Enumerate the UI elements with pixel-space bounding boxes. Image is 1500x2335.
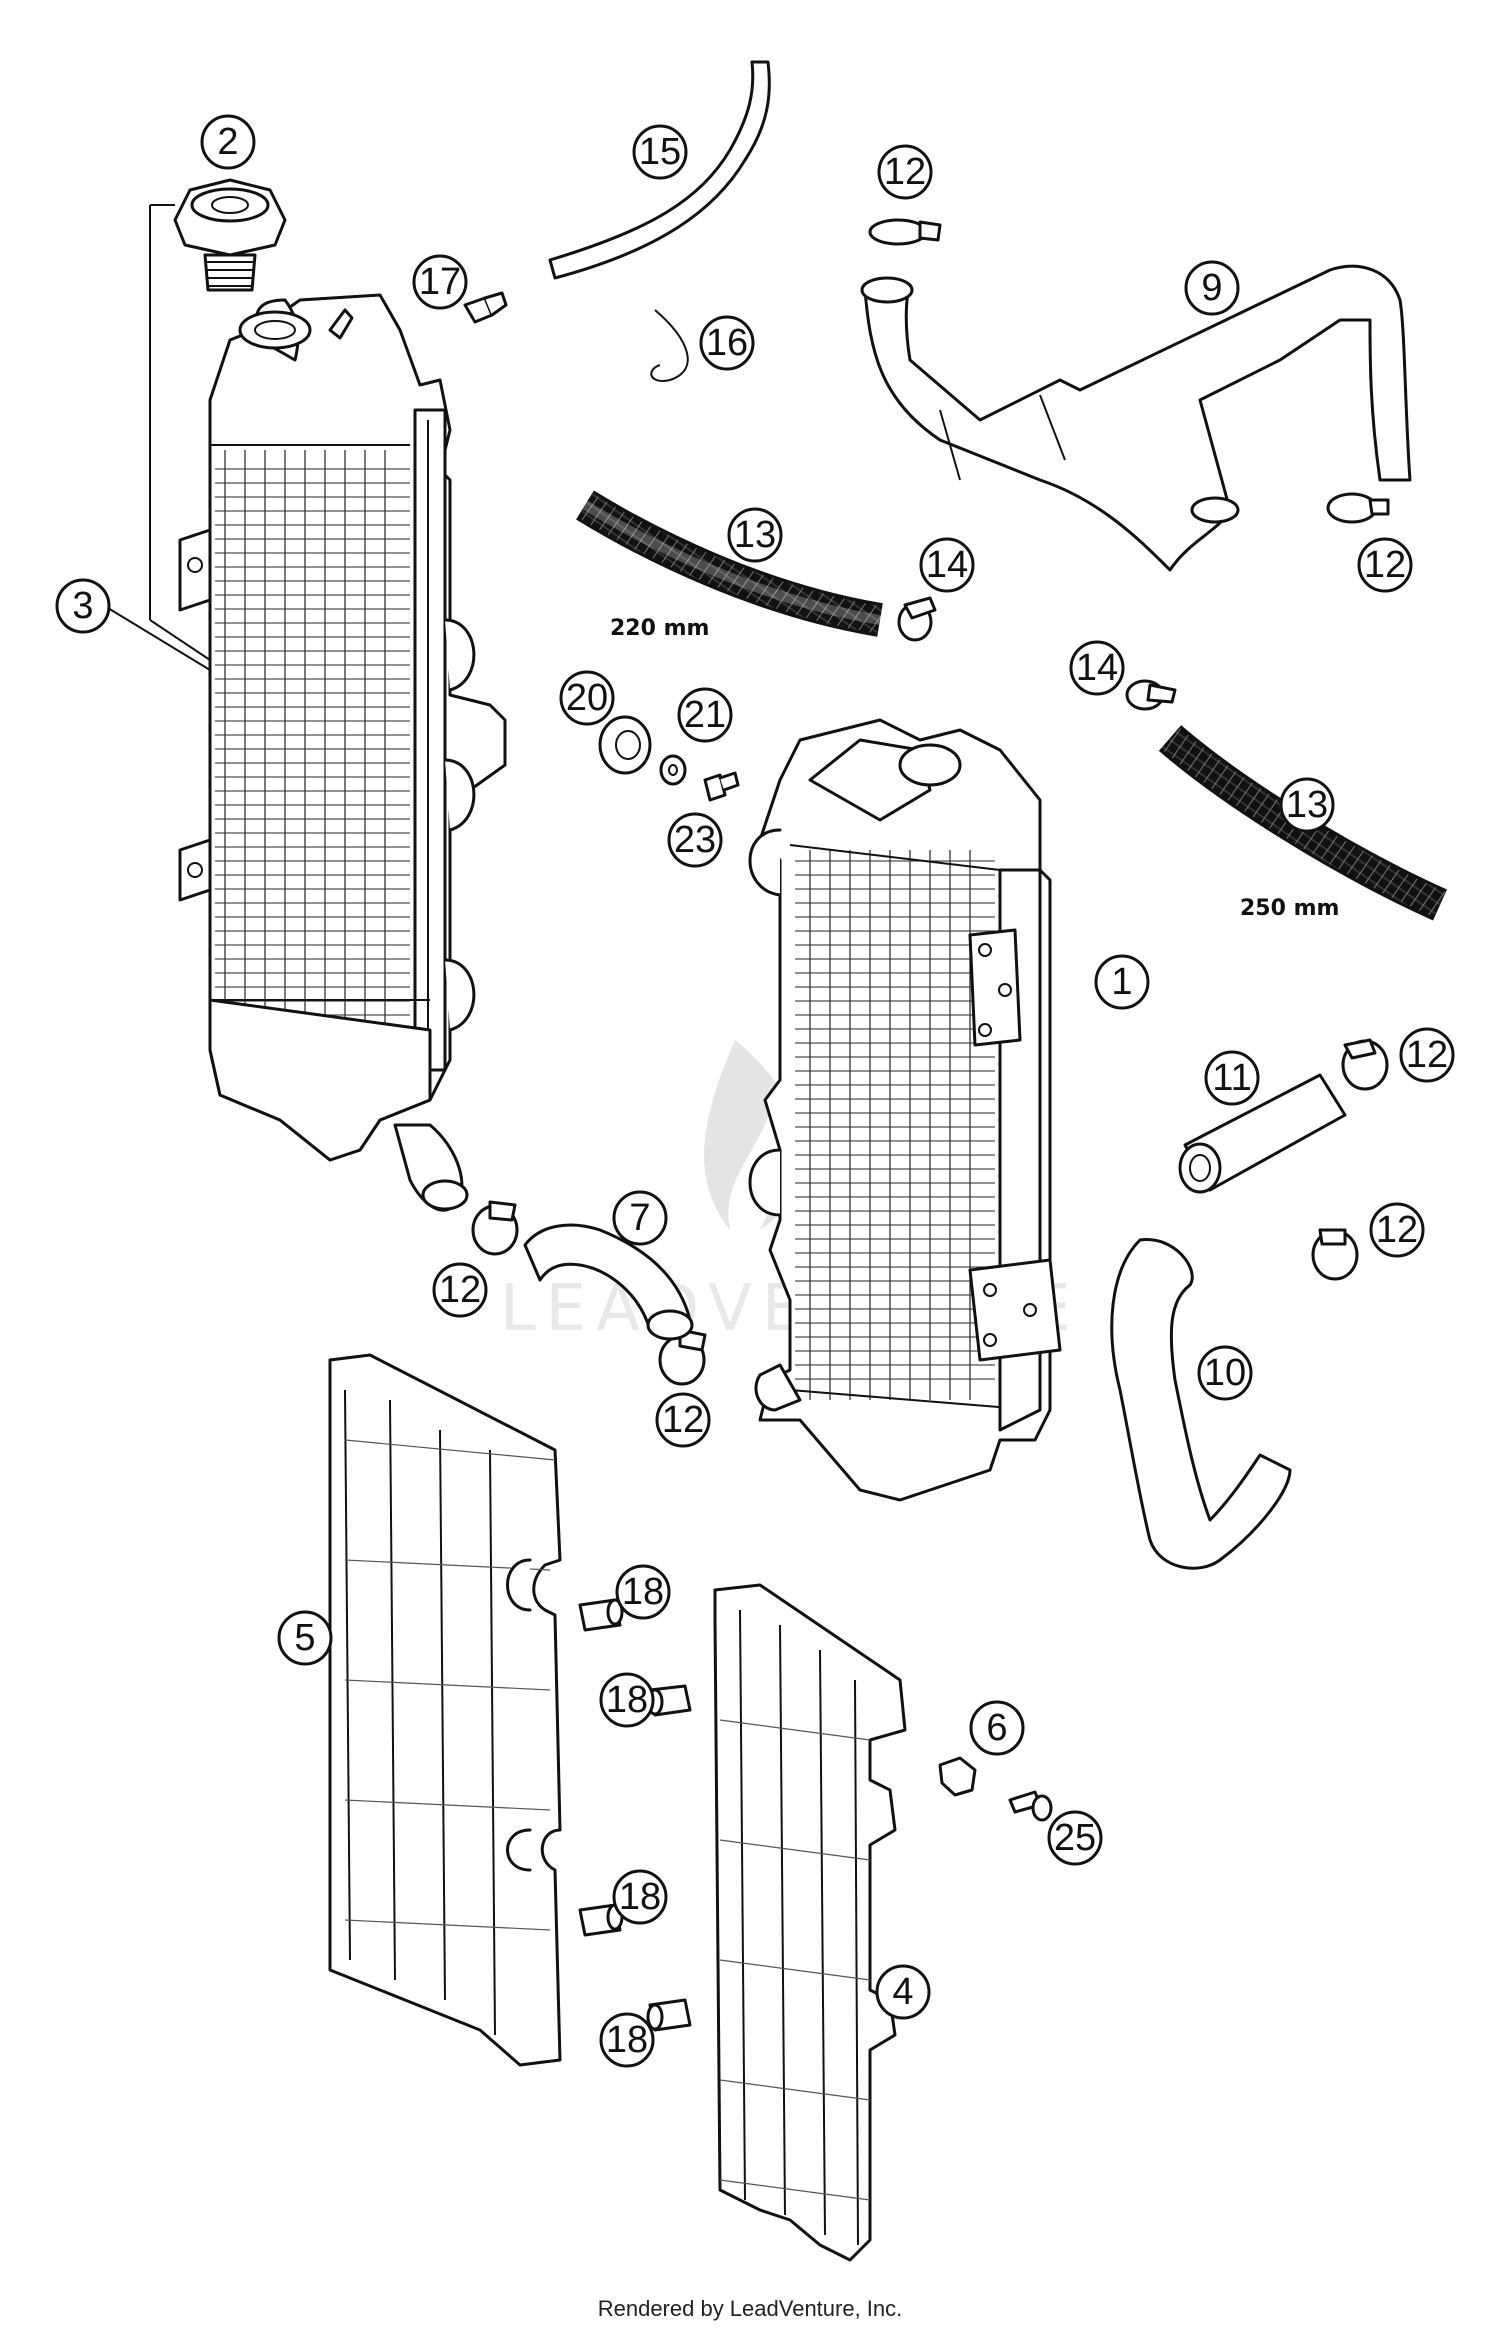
callout-6: 6 [969, 1700, 1025, 1756]
hose-length-220: 220 mm [610, 616, 709, 641]
hose-clamp-12-left [471, 1200, 519, 1256]
radiator-louver-left [328, 1353, 562, 2067]
screw-25 [1008, 1790, 1053, 1822]
callout-18-d: 18 [599, 2012, 655, 2068]
hose-clamp-12-mid-right [1341, 1038, 1389, 1091]
callout-12-upper-right: 12 [1357, 537, 1413, 593]
callout-label-15: 15 [639, 131, 681, 173]
callout-12-lower-right: 12 [1369, 1202, 1425, 1258]
callout-label-2: 2 [217, 121, 238, 163]
callout-label-23: 23 [674, 819, 716, 861]
callout-23: 23 [667, 812, 723, 868]
callout-label-18-c: 18 [619, 1876, 661, 1918]
callout-25: 25 [1047, 1810, 1103, 1866]
callout-label-16: 16 [706, 322, 748, 364]
callout-label-14-top: 14 [926, 544, 968, 586]
callout-5: 5 [277, 1610, 333, 1666]
callout-label-17: 17 [419, 261, 461, 303]
callout-label-9: 9 [1201, 267, 1222, 309]
callout-label-25: 25 [1054, 1817, 1096, 1859]
callout-label-18-b: 18 [606, 1679, 648, 1721]
footer-credit: Rendered by LeadVenture, Inc. [597, 2296, 903, 2321]
callout-label-12-top: 12 [884, 151, 926, 193]
pin-18-d [646, 1998, 692, 2032]
callout-9: 9 [1184, 260, 1240, 316]
callout-label-12-left: 12 [439, 1269, 481, 1311]
callout-label-12-lower-right: 12 [1376, 1209, 1418, 1251]
callout-1: 1 [1094, 954, 1150, 1010]
callout-18-b: 18 [599, 1672, 655, 1728]
callout-label-18-a: 18 [622, 1571, 664, 1613]
leader-line-3 [107, 607, 211, 671]
callout-label-3: 3 [72, 585, 93, 627]
callout-label-12-mid-right: 12 [1406, 1034, 1448, 1076]
hose-clamp-14-right [1125, 679, 1177, 711]
breather-hose [548, 60, 771, 280]
left-radiator [178, 293, 507, 1212]
callout-17: 17 [412, 254, 468, 310]
clip-nut [938, 1756, 977, 1797]
callout-14-top: 14 [919, 537, 975, 593]
callout-label-20: 20 [566, 677, 608, 719]
hose-clamp-12-upper-right [1326, 492, 1390, 524]
callout-18-a: 18 [615, 1564, 671, 1620]
callout-20: 20 [559, 670, 615, 726]
callout-label-21: 21 [684, 694, 726, 736]
hose-clamp-12-top [868, 218, 942, 246]
callout-7: 7 [612, 1190, 668, 1246]
callout-16: 16 [699, 315, 755, 371]
callout-10: 10 [1197, 1345, 1253, 1401]
hose-clamp-12-lower-right [1311, 1228, 1359, 1281]
callout-label-4: 4 [892, 1971, 913, 2013]
callout-4: 4 [875, 1964, 931, 2020]
screw-17 [463, 291, 508, 324]
callout-13-top: 13 [727, 507, 783, 563]
radiator-cap [173, 178, 287, 292]
callout-label-7: 7 [629, 1197, 650, 1239]
callout-label-1: 1 [1111, 961, 1132, 1003]
callout-12-left: 12 [432, 1262, 488, 1318]
callout-3: 3 [55, 578, 111, 634]
callout-13-right: 13 [1279, 777, 1335, 833]
callout-21: 21 [677, 687, 733, 743]
callout-12-mid-right: 12 [1399, 1027, 1455, 1083]
callout-label-18-d: 18 [606, 2019, 648, 2061]
callout-label-6: 6 [986, 1707, 1007, 1749]
callout-label-12-center: 12 [662, 1399, 704, 1441]
callout-label-11: 11 [1212, 1057, 1251, 1099]
callout-2: 2 [200, 114, 256, 170]
rubber-grommet [598, 715, 652, 775]
hose-clamp-14-top [897, 596, 937, 642]
callout-label-12-upper-right: 12 [1364, 544, 1406, 586]
callout-12-top: 12 [877, 144, 933, 200]
washer [659, 754, 687, 786]
pin-18-a [578, 1598, 624, 1632]
callout-label-13-top: 13 [734, 514, 776, 556]
bolt-23 [703, 771, 740, 802]
y-hose [860, 264, 1412, 572]
callout-label-5: 5 [294, 1617, 315, 1659]
straight-hose-11 [1178, 1073, 1347, 1194]
right-radiator [748, 718, 1062, 1502]
callout-label-14-right: 14 [1076, 647, 1118, 689]
callout-14-right: 14 [1069, 640, 1125, 696]
callout-label-10: 10 [1204, 1352, 1246, 1394]
callout-18-c: 18 [612, 1869, 668, 1925]
leader-line-2 [149, 204, 175, 620]
hose-clip [650, 309, 689, 382]
callout-12-center: 12 [655, 1392, 711, 1448]
hose-length-250: 250 mm [1240, 896, 1339, 921]
callout-11: 11 [1204, 1050, 1260, 1106]
radiator-louver-right [713, 1583, 907, 2262]
callout-label-13-right: 13 [1286, 784, 1328, 826]
radiator-hose-10 [1110, 1238, 1292, 1570]
callout-15: 15 [632, 124, 688, 180]
